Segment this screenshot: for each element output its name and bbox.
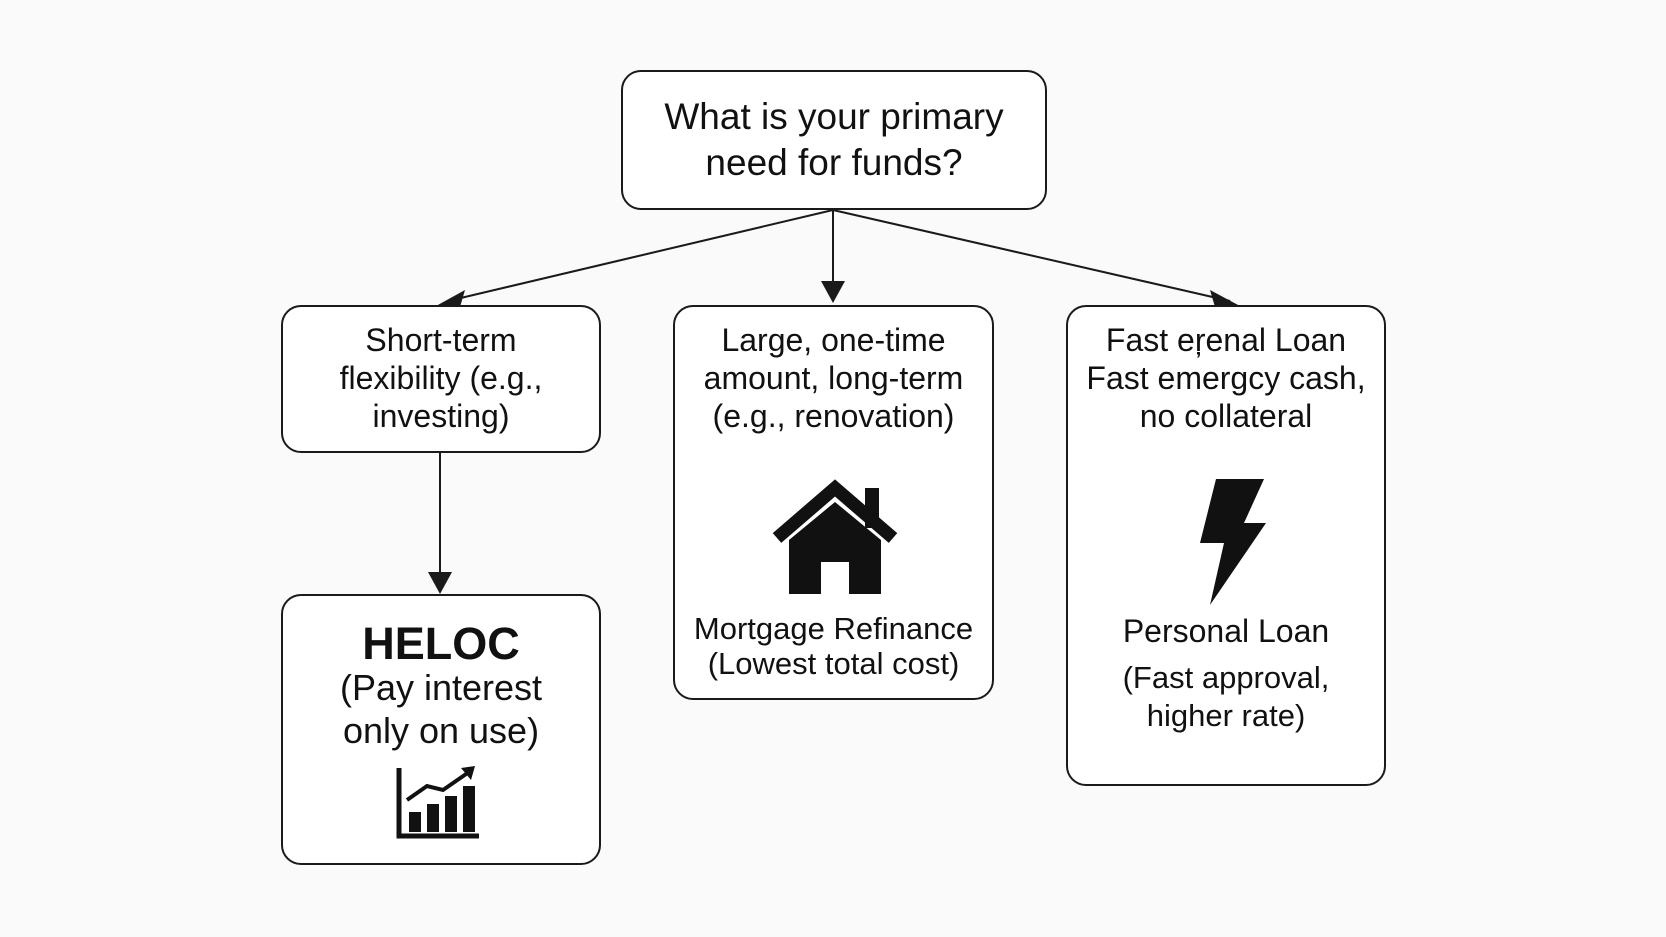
arrow-to-short-term — [447, 209, 834, 302]
heloc-title: HELOC — [362, 618, 520, 669]
root-question-node: What is your primary need for funds? — [621, 70, 1047, 210]
option-large-amount-node: Large, one-time amount, long-term (e.g.,… — [673, 305, 994, 700]
heloc-result-node: HELOC (Pay interest only on use) — [281, 594, 601, 865]
option-short-term-text: Short-term flexibility (e.g., investing) — [339, 322, 543, 434]
root-question-text: What is your primary need for funds? — [664, 96, 1004, 183]
arrowhead-fast-cash — [1210, 290, 1240, 307]
heloc-detail: (Pay interest only on use) — [339, 667, 543, 751]
personal-loan-detail: (Fast approval, higher rate) — [1122, 660, 1330, 733]
arrowhead-short-term — [436, 290, 465, 307]
option-large-amount-text: Large, one-time amount, long-term (e.g.,… — [703, 322, 964, 434]
option-short-term-node: Short-term flexibility (e.g., investing) — [281, 305, 601, 453]
personal-loan-title: Personal Loan — [1122, 613, 1330, 649]
mortgage-title: Mortgage Refinance — [693, 611, 974, 646]
mortgage-detail: (Lowest total cost) — [707, 646, 960, 681]
option-fast-cash-node: Fast eŗenal Loan Fast emergcy cash, no c… — [1066, 305, 1386, 786]
option-fast-cash-text: Fast eŗenal Loan Fast emergcy cash, no c… — [1086, 322, 1366, 434]
arrowhead-large-amount — [821, 281, 845, 303]
arrow-to-fast-cash — [832, 209, 1231, 302]
bar-chart-growth-icon — [396, 766, 479, 839]
house-icon — [772, 479, 898, 594]
lightning-bolt-icon — [1200, 479, 1266, 605]
arrowhead-heloc — [428, 572, 452, 594]
